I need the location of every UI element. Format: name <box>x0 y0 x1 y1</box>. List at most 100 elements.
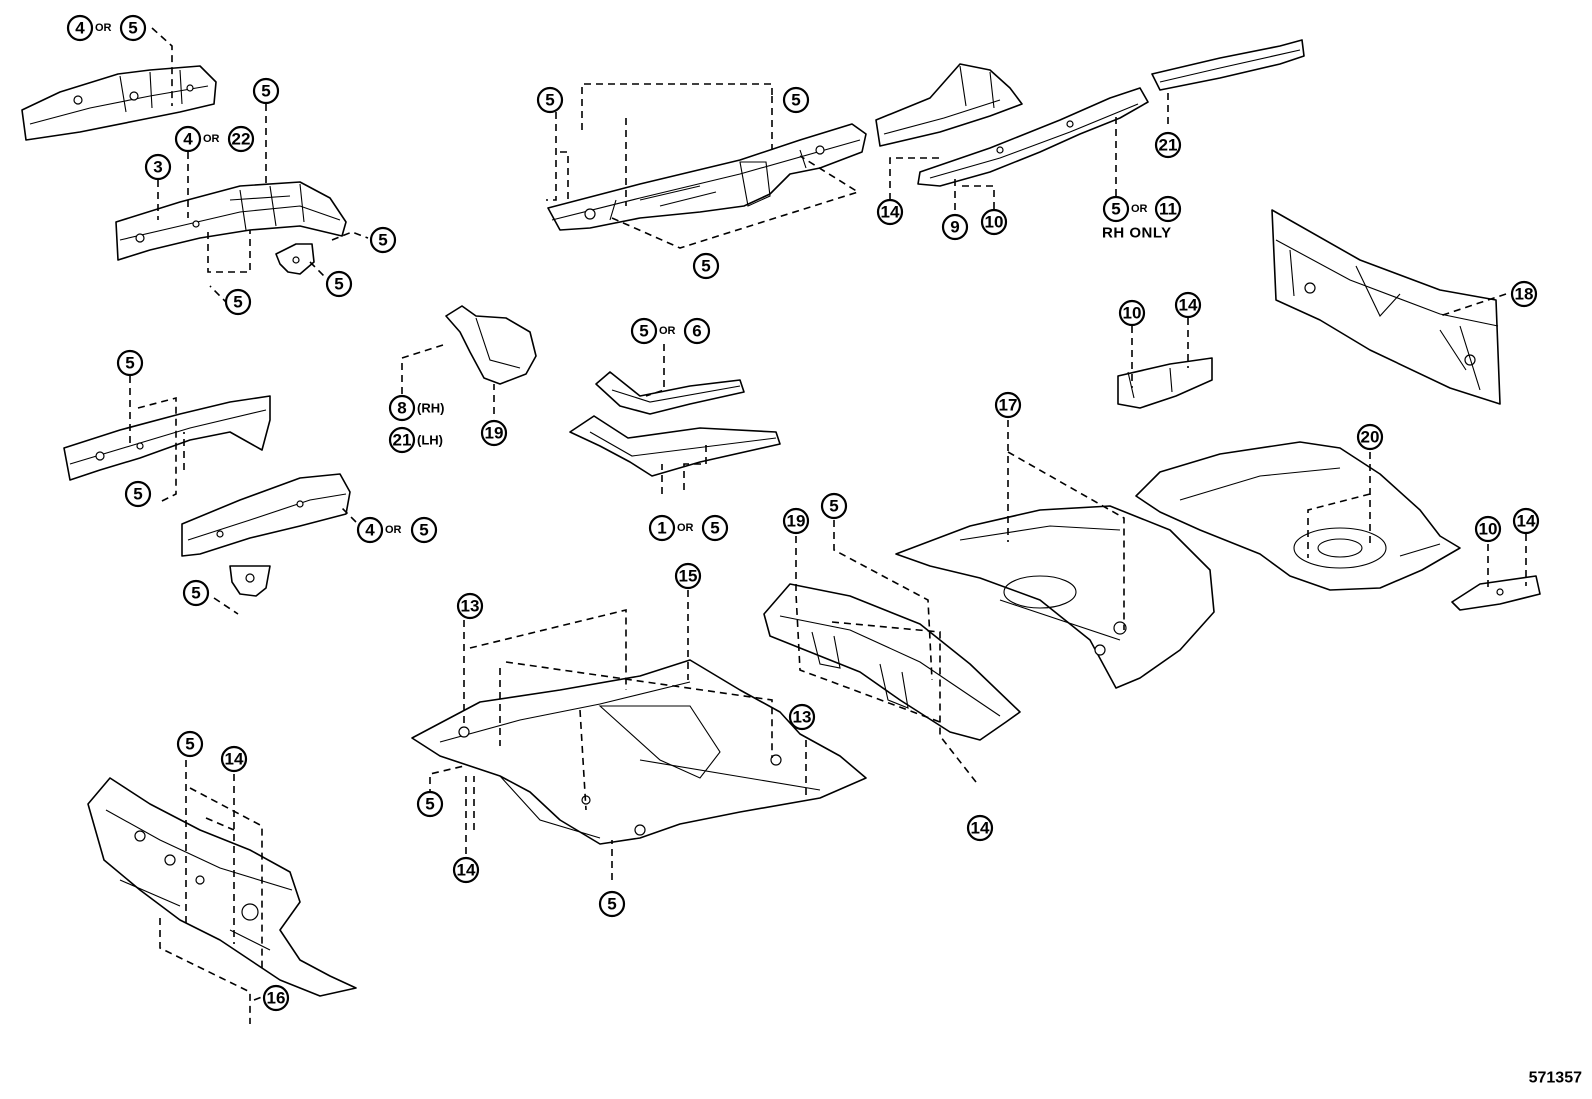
svg-text:4: 4 <box>183 130 193 149</box>
callout-5: 5 <box>782 86 810 114</box>
svg-text:3: 3 <box>153 158 162 177</box>
callout-5: 5 <box>176 730 204 758</box>
callout-5: 5 <box>369 226 397 254</box>
callout-17: 17 <box>994 391 1022 419</box>
callout-20: 20 <box>1356 423 1384 451</box>
callout-13: 13 <box>456 592 484 620</box>
svg-text:5: 5 <box>128 19 137 38</box>
svg-text:10: 10 <box>1479 520 1498 539</box>
svg-text:5: 5 <box>545 91 554 110</box>
upper-side-rail-part <box>21 65 217 141</box>
svg-text:5: 5 <box>701 257 710 276</box>
svg-text:16: 16 <box>267 989 286 1008</box>
svg-text:5: 5 <box>133 485 142 504</box>
svg-text:8: 8 <box>397 399 406 418</box>
callout-14: 14 <box>1512 507 1540 535</box>
svg-text:5: 5 <box>639 322 648 341</box>
callout-14: 14 <box>876 198 904 226</box>
svg-text:14: 14 <box>881 203 900 222</box>
svg-text:14: 14 <box>1517 512 1536 531</box>
figure-number: 571357 <box>1529 1070 1582 1087</box>
callout-5: 5 <box>630 317 658 345</box>
rh-suffix: (RH) <box>417 401 444 416</box>
svg-text:5: 5 <box>425 795 434 814</box>
svg-text:5: 5 <box>829 497 838 516</box>
rh-only-note: RH ONLY <box>1102 225 1172 242</box>
center-floor-rail-part <box>547 123 867 231</box>
callout-10: 10 <box>980 208 1008 236</box>
callout-14: 14 <box>220 745 248 773</box>
callout-5: 5 <box>116 349 144 377</box>
svg-text:14: 14 <box>225 750 244 769</box>
sill-upper-part <box>595 371 745 415</box>
svg-text:19: 19 <box>787 512 806 531</box>
svg-text:5: 5 <box>185 735 194 754</box>
lh-suffix: (LH) <box>417 433 443 448</box>
callout-5: 5 <box>410 516 438 544</box>
svg-text:5: 5 <box>125 354 134 373</box>
callout-19: 19 <box>782 507 810 535</box>
svg-text:5: 5 <box>233 293 242 312</box>
svg-text:14: 14 <box>971 819 990 838</box>
upper-rail-rh-part <box>1151 39 1305 91</box>
callout-18: 18 <box>1510 280 1538 308</box>
svg-text:13: 13 <box>461 597 480 616</box>
callout-13: 13 <box>788 703 816 731</box>
callout-8: 8 <box>388 394 416 422</box>
sill-lower-part <box>569 415 781 477</box>
callout-19: 19 <box>480 419 508 447</box>
svg-text:5: 5 <box>607 895 616 914</box>
svg-text:5: 5 <box>378 231 387 250</box>
callout-5: 5 <box>692 252 720 280</box>
callout-5: 5 <box>325 270 353 298</box>
svg-text:5: 5 <box>1111 200 1120 219</box>
callout-4: 4 <box>66 14 94 42</box>
back-panel-part <box>1271 209 1501 405</box>
callout-15: 15 <box>674 562 702 590</box>
callout-10: 10 <box>1474 515 1502 543</box>
svg-text:5: 5 <box>261 82 270 101</box>
svg-text:22: 22 <box>232 130 251 149</box>
front-side-member-part <box>115 181 347 261</box>
rear-frame-member-part <box>917 87 1149 187</box>
svg-text:5: 5 <box>419 521 428 540</box>
svg-text:21: 21 <box>1159 136 1178 155</box>
callout-22: 22 <box>227 125 255 153</box>
callout-1: 1 <box>648 514 676 542</box>
callout-14: 14 <box>452 856 480 884</box>
svg-text:9: 9 <box>950 218 959 237</box>
svg-text:5: 5 <box>791 91 800 110</box>
callout-5: 5 <box>820 492 848 520</box>
svg-text:17: 17 <box>999 396 1018 415</box>
separator-or: OR <box>95 22 112 34</box>
svg-text:10: 10 <box>985 213 1004 232</box>
callout-5: 5 <box>536 86 564 114</box>
callout-6: 6 <box>683 317 711 345</box>
svg-text:10: 10 <box>1123 304 1142 323</box>
rear-side-rail-part <box>763 583 1021 741</box>
svg-text:4: 4 <box>365 521 375 540</box>
left-floor-member-lower-part <box>181 473 351 557</box>
svg-text:14: 14 <box>457 861 476 880</box>
callout-5: 5 <box>1102 195 1130 223</box>
callout-5: 5 <box>224 288 252 316</box>
callout-3: 3 <box>144 153 172 181</box>
svg-text:6: 6 <box>692 322 701 341</box>
svg-text:11: 11 <box>1159 200 1177 219</box>
left-floor-member-upper-part <box>63 395 271 481</box>
rear-bracket-part <box>1117 357 1213 409</box>
svg-text:19: 19 <box>485 424 504 443</box>
callout-21: 21 <box>1154 131 1182 159</box>
svg-text:5: 5 <box>710 519 719 538</box>
callout-4: 4 <box>174 125 202 153</box>
small-rear-bracket-part <box>1451 575 1541 611</box>
front-floor-pan-part <box>411 659 867 845</box>
rear-floor-pan-part <box>895 505 1215 689</box>
separator-or: OR <box>385 524 402 536</box>
callout-16: 16 <box>262 984 290 1012</box>
callout-14: 14 <box>966 814 994 842</box>
callout-5: 5 <box>182 579 210 607</box>
rear-frame-upper-part <box>875 63 1023 147</box>
svg-text:14: 14 <box>1179 296 1198 315</box>
svg-text:4: 4 <box>75 19 85 38</box>
